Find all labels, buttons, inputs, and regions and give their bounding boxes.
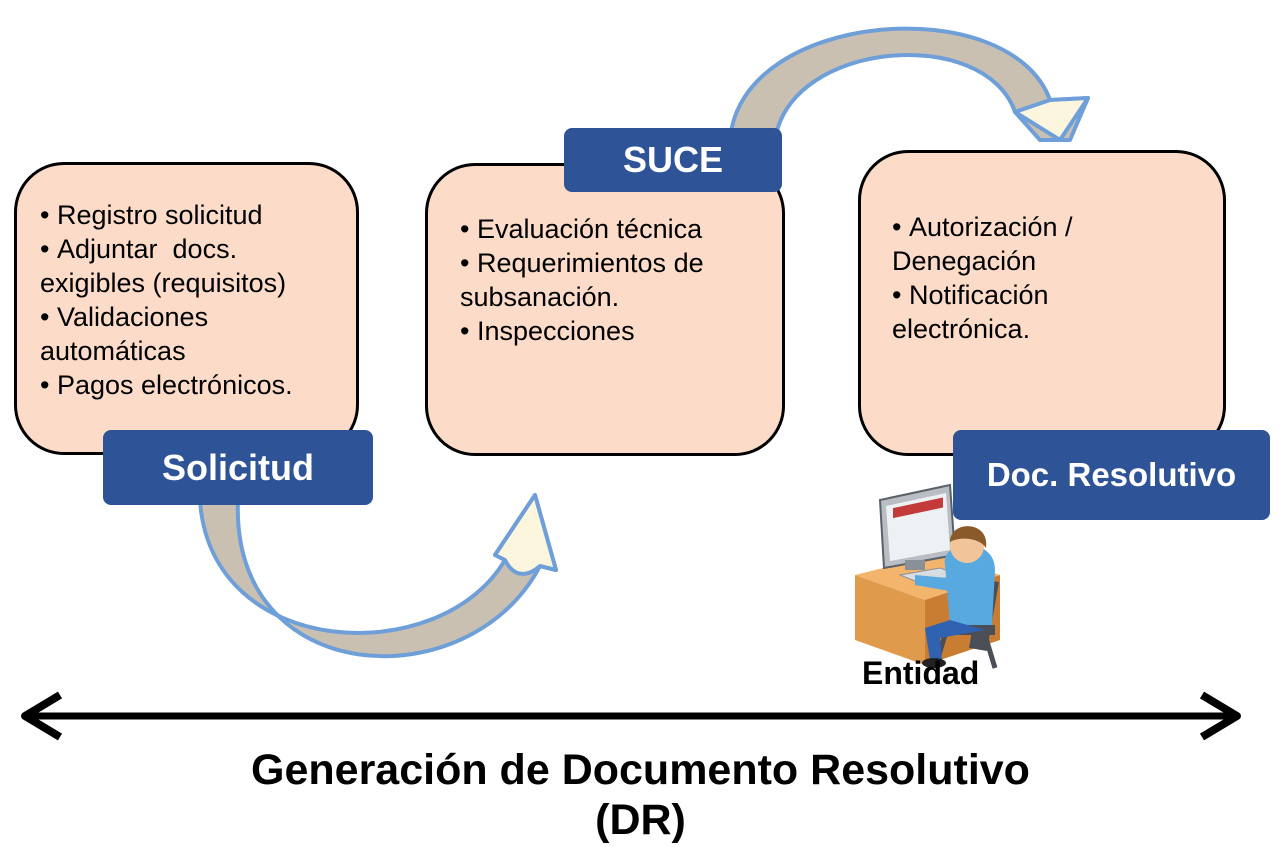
step-label-solicitud: Solicitud — [103, 430, 373, 505]
step-item: Autorización / — [892, 210, 1073, 244]
step-label-suce: SUCE — [564, 128, 782, 192]
step-item-continuation: exigibles (requisitos) — [40, 268, 287, 298]
step-item: Evaluación técnica — [460, 212, 704, 246]
timeline-arrowhead-right — [1199, 691, 1241, 741]
step-item-continuation: subsanación. — [460, 282, 620, 312]
step-item-continuation: electrónica. — [892, 314, 1031, 344]
entity-label: Entidad — [862, 655, 980, 691]
step-item: Registro solicitud — [40, 198, 293, 232]
timeline-arrowhead-left — [21, 691, 63, 741]
step-item: Adjuntar docs. — [40, 232, 293, 266]
step-item: Pagos electrónicos. — [40, 368, 293, 402]
step-item: Requerimientos de — [460, 246, 704, 280]
step-items-resolutivo: Autorización / Denegación Notificación e… — [892, 210, 1073, 346]
step-items-suce: Evaluación técnica Requerimientos de sub… — [460, 212, 704, 348]
arrow-tip-solicitud-to-suce — [493, 493, 558, 576]
step-item: Notificación — [892, 278, 1073, 312]
arrow-tip-suce-to-resolutivo — [1013, 96, 1090, 142]
step-item-continuation: automáticas — [40, 336, 186, 366]
footer-title-line1: Generación de Documento Resolutivo — [251, 746, 1030, 794]
step-items-solicitud: Registro solicitud Adjuntar docs. exigib… — [40, 198, 293, 402]
step-item: Inspecciones — [460, 314, 704, 348]
footer-title-line2: (DR) — [595, 796, 686, 844]
step-item: Validaciones — [40, 300, 293, 334]
step-label-resolutivo: Doc. Resolutivo — [953, 430, 1270, 520]
step-item-continuation: Denegación — [892, 246, 1037, 276]
